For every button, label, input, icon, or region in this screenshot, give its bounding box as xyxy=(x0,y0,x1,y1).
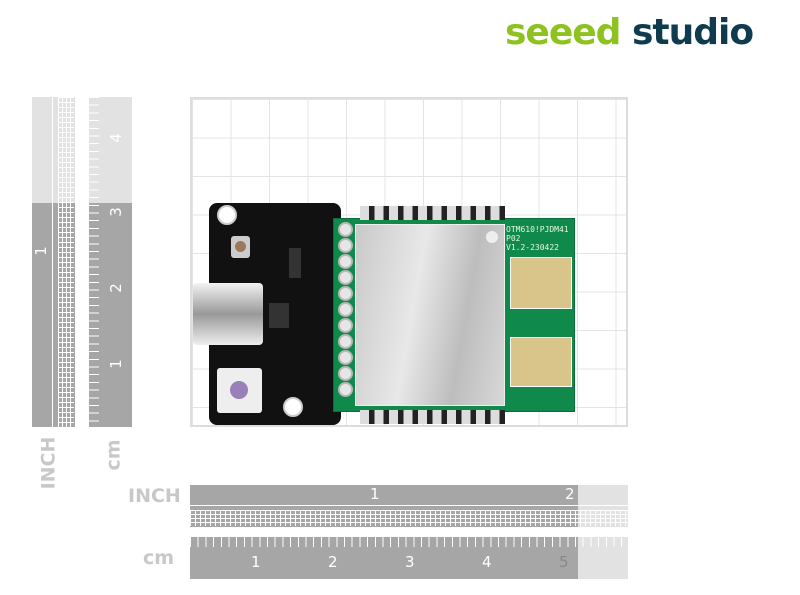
button xyxy=(231,236,250,258)
usb-c-connector xyxy=(193,283,263,345)
left-cm-ruler: 1 2 3 4 xyxy=(89,97,132,427)
inch-label: INCH xyxy=(128,485,181,507)
inch-label: INCH xyxy=(37,436,60,490)
cm-label: cm xyxy=(102,439,125,471)
bottom-inch-ruler: 1 2 xyxy=(190,485,628,527)
antenna xyxy=(510,337,572,387)
seeed-studio-logo: seeed studio xyxy=(505,12,754,53)
bottom-cm-ruler: 1 2 3 4 5 xyxy=(190,537,628,579)
carrier-board xyxy=(209,203,341,425)
left-inch-ruler: 1 xyxy=(32,97,75,427)
metal-shield xyxy=(355,224,505,406)
cm-label: cm xyxy=(143,547,175,569)
antenna xyxy=(510,257,572,309)
top-pins xyxy=(360,206,505,220)
sensor xyxy=(217,368,262,413)
bottom-pins xyxy=(360,410,505,424)
